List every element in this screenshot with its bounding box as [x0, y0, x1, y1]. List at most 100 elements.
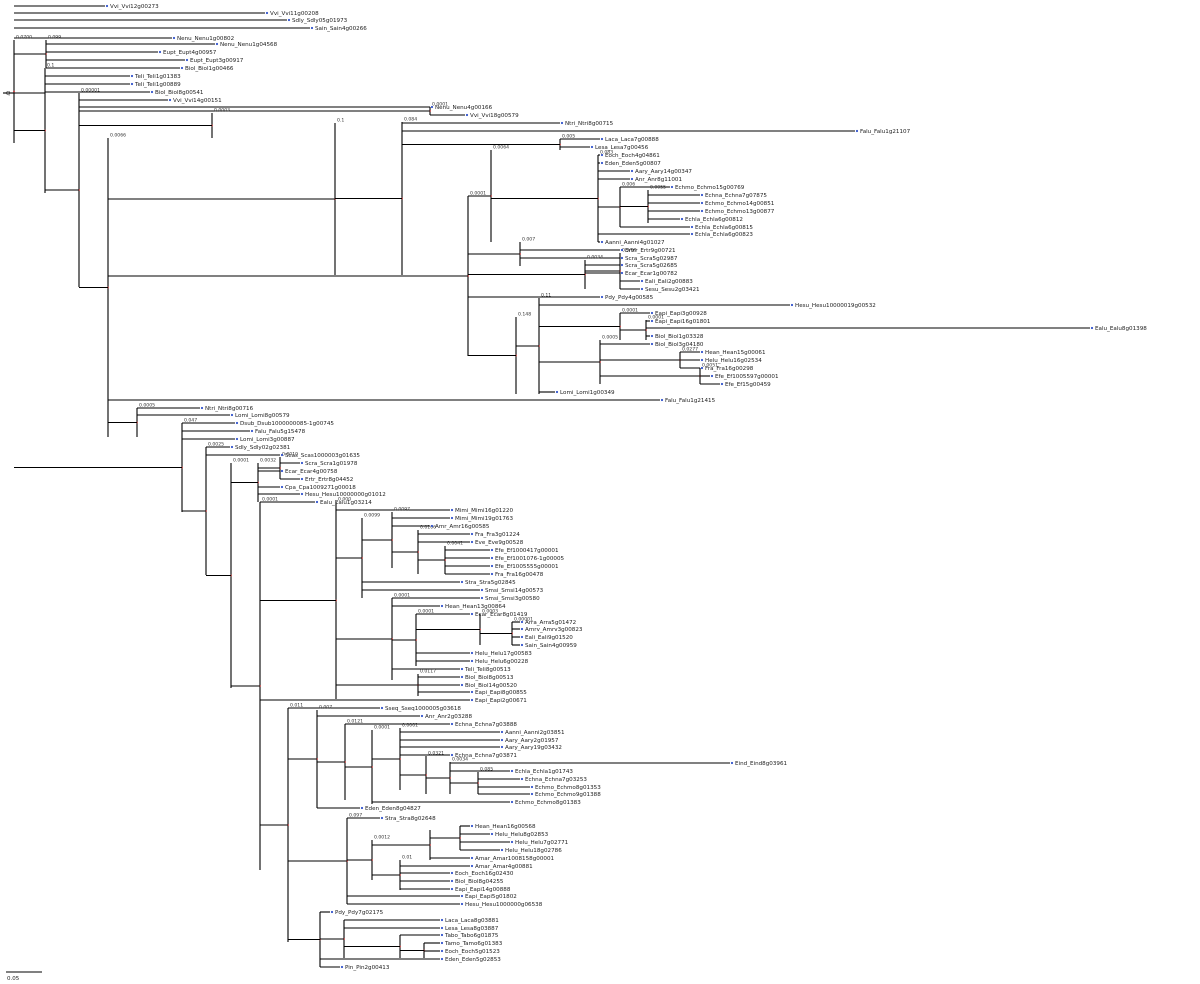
tip-marker	[470, 690, 474, 694]
tip-marker	[420, 714, 424, 718]
branch-length-label: 0.9/99	[622, 248, 637, 254]
tip-marker	[265, 11, 269, 15]
tip-label: Hean_Hean13g00864	[445, 604, 506, 610]
tip-label: Echmo_Echmo9g01388	[535, 792, 601, 798]
branch-length-label: 0.0001	[402, 723, 418, 729]
tip-marker	[315, 500, 319, 504]
tip-marker	[510, 769, 514, 773]
tip-label: Scra_Scra5g02685	[625, 263, 678, 269]
tip-label: Lomi_Lomi1g00349	[560, 390, 615, 396]
tip-label: Eoch_Eoch16g02430	[455, 871, 514, 877]
tip-marker	[380, 706, 384, 710]
tip-marker	[440, 933, 444, 937]
branch-length-label: 0.006	[622, 182, 635, 188]
tip-label: Eali_Eali2g00883	[645, 279, 693, 285]
tip-marker	[490, 556, 494, 560]
tip-marker	[130, 74, 134, 78]
branch-length-labels: 0.07000.10.0990.000010.00660.00050.00030…	[16, 35, 718, 861]
tip-marker	[460, 580, 464, 584]
tip-marker	[510, 800, 514, 804]
tip-label: Helu_Helu6g00228	[475, 659, 529, 665]
tip-marker	[158, 50, 162, 54]
tip-label: Pin_Pin2g00413	[345, 965, 390, 971]
tip-labels: Vvi_Vvi12g00273Vvi_Vvi11g00208Sdly_Sdly0…	[105, 4, 1147, 971]
tip-label: Amar_Amar4g00881	[475, 864, 533, 870]
tip-marker	[530, 792, 534, 796]
tip-marker	[280, 453, 284, 457]
tip-label: Ecar_Ecar1g00782	[625, 271, 677, 277]
tip-label: Fra_Fra3g01224	[475, 532, 520, 538]
tip-marker	[470, 864, 474, 868]
tip-marker	[300, 492, 304, 496]
tip-marker	[185, 58, 189, 62]
tip-marker	[450, 508, 454, 512]
tip-label: Lesa_Lesa8g03887	[445, 926, 499, 932]
tip-marker	[450, 887, 454, 891]
branch-length-label: 0.00001	[514, 617, 533, 623]
tip-marker	[460, 667, 464, 671]
tip-marker	[380, 816, 384, 820]
branch-length-label: 0.0001	[418, 609, 434, 615]
tip-label: Echna_Echna7g03871	[455, 753, 517, 759]
tip-marker	[480, 588, 484, 592]
branch-length-label: 0.0001	[233, 458, 249, 464]
tip-label: Aary_Aary2g01957	[505, 738, 559, 744]
tip-marker	[280, 485, 284, 489]
tip-label: Biol_Biol8g00513	[465, 675, 514, 681]
tip-marker	[440, 926, 444, 930]
branch-length-label: 0.0001	[432, 102, 448, 108]
tip-label: Lomi_Lomi8g00579	[235, 413, 290, 419]
branch-length-label: 0.0012	[374, 835, 390, 841]
tip-marker	[520, 635, 524, 639]
tip-marker	[470, 659, 474, 663]
tip-label: Eapi_Eapi16g01801	[655, 319, 711, 325]
branch-length-label: 0.0001	[374, 725, 390, 731]
tip-marker	[520, 777, 524, 781]
tip-label: Echmo_Echmo14g00851	[705, 201, 775, 207]
tip-label: Ntri_Ntri8g00716	[205, 406, 254, 412]
tip-marker	[150, 90, 154, 94]
tip-marker	[500, 848, 504, 852]
tip-label: Echla_Echla6g00815	[695, 225, 753, 231]
tip-label: Ecar_Ecar4g00758	[285, 469, 338, 475]
tip-label: Eden_Eden5g00807	[605, 161, 661, 167]
root-label: Q	[6, 91, 11, 97]
tip-label: Helu_Helu16g02534	[705, 358, 762, 364]
tip-marker	[105, 4, 109, 8]
branch-length-label: 0.097	[349, 813, 362, 819]
tip-label: Vvi_Vvi12g00273	[110, 4, 159, 10]
tip-label: Hean_Hean16g00568	[475, 824, 536, 830]
tip-label: Falu_Falu5g15478	[255, 429, 306, 435]
tip-label: Teli_Teli1g00889	[134, 82, 181, 88]
tip-marker	[460, 902, 464, 906]
tip-label: Echna_Echna7g07875	[705, 193, 767, 199]
tip-marker	[430, 524, 434, 528]
branch-length-label: 0.005	[562, 134, 575, 140]
branch-length-label: 0.084	[404, 117, 417, 123]
tip-marker	[280, 469, 284, 473]
branch-length-label: 0.0032	[260, 458, 276, 464]
tip-marker	[700, 193, 704, 197]
tip-label: Echla_Echla6g00823	[695, 232, 753, 238]
tip-marker	[650, 311, 654, 315]
tip-label: Teli_Teli1g01383	[134, 74, 181, 80]
tip-label: Cpa_Cpa1009271g00018	[285, 485, 356, 491]
tip-label: Echla_Echla1g01743	[515, 769, 573, 775]
tip-marker	[640, 287, 644, 291]
branch-length-label: 0.0099	[364, 513, 380, 519]
tip-marker	[520, 643, 524, 647]
tip-label: Smsi_Smsi3g00580	[485, 596, 540, 602]
tip-marker	[450, 722, 454, 726]
tip-label: Nenu_Nenu1g00802	[177, 36, 234, 42]
tip-marker	[440, 941, 444, 945]
tip-label: Ealu_Ealu1g03214	[320, 500, 372, 506]
tip-label: Eoch_Eoch4g04861	[605, 153, 660, 159]
branch-length-label: 0.0003	[214, 108, 230, 114]
tip-label: Falu_Falu1g21415	[665, 398, 716, 404]
tip-marker	[440, 604, 444, 608]
branch-length-label: 0.01	[402, 855, 412, 861]
tip-label: Echmo_Echmo15g00769	[675, 185, 745, 191]
tip-label: Ecar_Ecar8g01419	[475, 612, 528, 618]
tip-marker	[440, 918, 444, 922]
branch-length-label: 0.0005	[602, 335, 618, 341]
